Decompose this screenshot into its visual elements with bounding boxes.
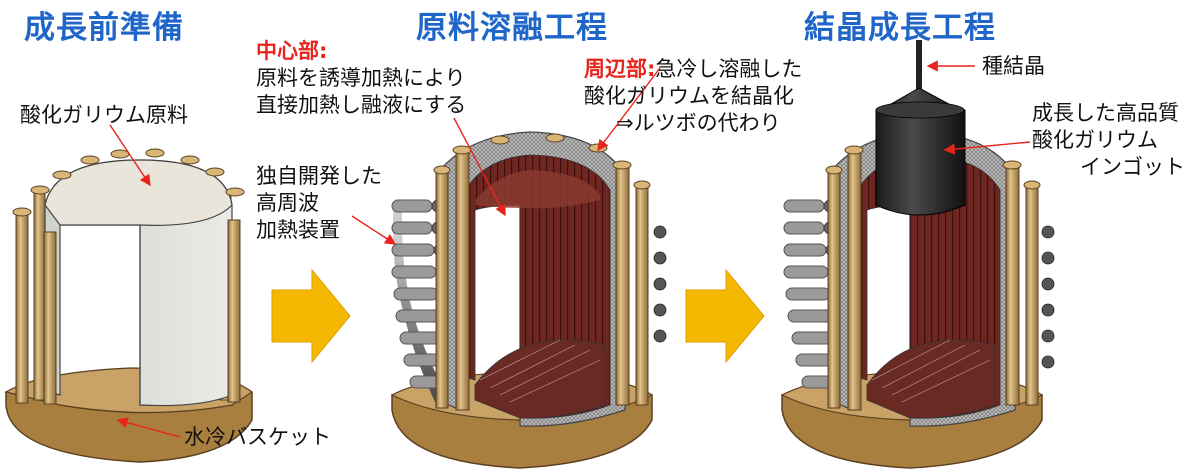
label-raw-material: 酸化ガリウム原料 xyxy=(20,103,188,127)
label-water-basket: 水冷バスケット xyxy=(184,425,331,449)
label-center-line1: 原料を誘導加熱により xyxy=(256,66,466,90)
label-periphery-line3: ⇒ルツボの代わり xyxy=(616,111,781,135)
label-ingot: 成長した高品質 酸化ガリウム インゴット xyxy=(1032,100,1185,181)
label-periphery-title: 周辺部: xyxy=(584,57,656,81)
label-heater: 独自開発した 高周波 加熱装置 xyxy=(256,163,382,244)
process-arrow-1 xyxy=(271,268,351,364)
panel-melting xyxy=(351,67,667,469)
panel-growth xyxy=(780,40,1055,469)
label-center: 中心部: 原料を誘導加熱により 直接加熱し融液にする xyxy=(256,38,466,119)
label-ingot-line1: 成長した高品質 xyxy=(1032,101,1179,125)
label-heater-line2: 高周波 xyxy=(256,191,319,215)
title-growth: 結晶成長工程 xyxy=(804,10,996,46)
label-center-title: 中心部: xyxy=(256,39,328,63)
title-melting: 原料溶融工程 xyxy=(416,10,608,46)
panel-preparation xyxy=(4,124,254,463)
process-arrow-2 xyxy=(685,268,765,364)
label-periphery-rest: 急冷し溶融した xyxy=(655,57,803,81)
label-heater-line3: 加熱装置 xyxy=(256,218,340,242)
label-seed: 種結晶 xyxy=(982,54,1045,78)
label-ingot-line2: 酸化ガリウム xyxy=(1032,128,1158,152)
label-periphery: 周辺部:急冷し溶融した 酸化ガリウムを結晶化 ⇒ルツボの代わり xyxy=(584,56,802,137)
label-periphery-line2: 酸化ガリウムを結晶化 xyxy=(584,84,794,108)
label-ingot-line3: インゴット xyxy=(1080,155,1185,179)
title-preparation: 成長前準備 xyxy=(24,10,184,46)
label-center-line2: 直接加熱し融液にする xyxy=(256,93,467,117)
label-heater-line1: 独自開発した xyxy=(256,164,382,188)
